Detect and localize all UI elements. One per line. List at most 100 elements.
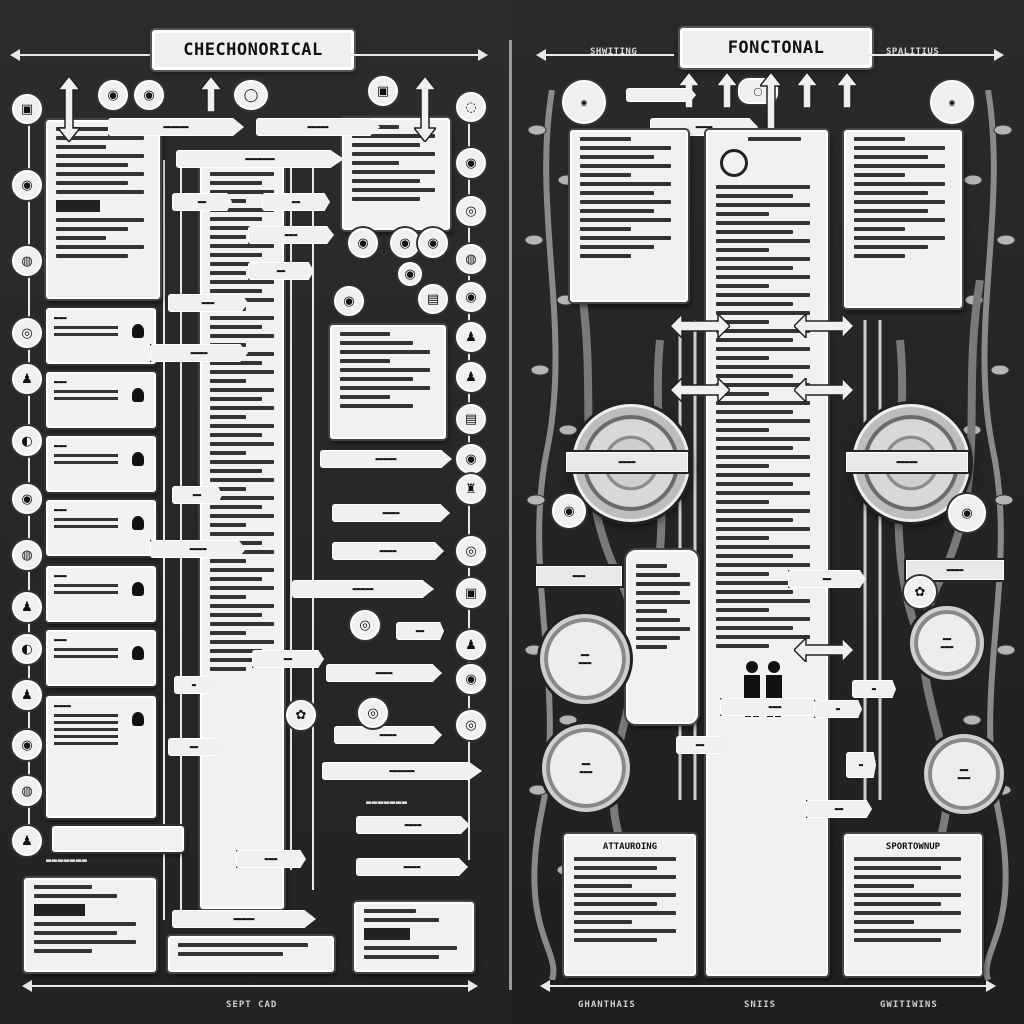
resume-document [330, 325, 446, 439]
resume-document [342, 118, 450, 230]
badge-icon: ◉ [562, 80, 606, 124]
section-tag: ▬▬▬ [248, 226, 334, 244]
ornament-icon: ✿ [286, 700, 316, 730]
profile-icon [720, 149, 748, 177]
section-tag: ▬▬ [788, 570, 866, 588]
arrow-right-icon [478, 49, 488, 61]
settings-icon: ◉ [456, 664, 486, 694]
arrow-up-icon [200, 76, 222, 112]
document-icon: ▣ [456, 578, 486, 608]
person-icon: ♟ [12, 364, 42, 394]
left-title: CHECHONORICAL [152, 30, 354, 70]
caption-label: ▬▬▬▬▬▬▬ [366, 798, 408, 808]
person-icon: ♟ [456, 362, 486, 392]
settings-icon: ◉ [12, 170, 42, 200]
timeline-entry-card: ▬▬▬ [46, 436, 156, 492]
location-icon: ◐ [12, 426, 42, 456]
section-tag: ▬▬▬ [168, 294, 248, 312]
target-icon: ◎ [456, 710, 486, 740]
arrow-left-icon [22, 980, 32, 992]
left-bottom-label: SEPT CAD [226, 1000, 278, 1010]
section-tag: ▬ [846, 752, 876, 778]
medallion-ribbon: ▬▬▬▬ [566, 452, 688, 472]
arrow-right-icon [986, 980, 996, 992]
arrow-left-icon [10, 49, 20, 61]
settings-icon: ◉ [12, 730, 42, 760]
section-tag: ▬▬ [168, 738, 220, 756]
section-ribbon: ▬▬▬ [536, 566, 622, 586]
person-icon: ♟ [12, 592, 42, 622]
settings-icon: ◎ [358, 698, 388, 728]
flow-line [312, 150, 314, 890]
section-tag: ▬▬▬▬ [326, 664, 442, 682]
flow-line [290, 150, 292, 870]
section-tag: ▬▬ [396, 622, 444, 640]
person-icon: ♟ [12, 826, 42, 856]
section-tag: ▬▬▬▬▬ [256, 118, 380, 136]
doc-title: SPORTOWNUP [885, 842, 941, 852]
arrow-up-icon [760, 72, 782, 132]
section-tag: ▬ [852, 680, 896, 698]
section-tag: ▬▬ [172, 486, 222, 504]
double-arrow-icon [58, 76, 80, 142]
right-header-line-left [544, 54, 674, 56]
timeline-entry-card: ▬▬▬ [46, 500, 156, 556]
resume-document: SPORTOWNUP [844, 834, 982, 976]
resume-document [354, 902, 474, 972]
section-tag: ▬▬ [806, 800, 872, 818]
section-tag: ▬▬▬▬▬▬ [322, 762, 482, 780]
right-title: FONCTONAL [680, 28, 872, 68]
chat-icon: ◍ [12, 540, 42, 570]
document-icon: ▣ [368, 76, 398, 106]
resume-document [570, 130, 688, 302]
section-tag: ▬▬▬▬ [334, 726, 442, 744]
double-arrow-icon [414, 76, 436, 142]
target-icon: ◎ [12, 318, 42, 348]
section-tag: ▬▬▬▬ [356, 816, 470, 834]
section-tag: ▬ [174, 676, 214, 694]
settings-icon: ◉ [456, 148, 486, 178]
chat-icon: ◍ [456, 244, 486, 274]
section-tag: ▬▬ [172, 193, 232, 211]
document-icon: ▣ [12, 94, 42, 124]
settings-icon: ◉ [134, 80, 164, 110]
arrow-up-icon [796, 72, 818, 108]
right-top-right-label: SPALITIUS [886, 47, 940, 57]
person-icon: ◌ [456, 92, 486, 122]
settings-icon: ◉ [334, 286, 364, 316]
section-tag: ▬▬ [252, 650, 324, 668]
center-divider [509, 40, 512, 990]
resume-document: ATTAUROING [564, 834, 696, 976]
target-icon: ◎ [456, 196, 486, 226]
bottom-line [30, 985, 470, 987]
section-tag: ▬▬ [248, 262, 314, 280]
section-tag: ▬▬ [676, 736, 724, 754]
skill-ring: ▬▬▬▬▬ [540, 614, 630, 704]
ornament-icon: ✿ [904, 576, 936, 608]
settings-icon: ◉ [418, 228, 448, 258]
section-tag: ▬▬ [262, 193, 330, 211]
chat-icon: ◍ [12, 776, 42, 806]
double-arrow-icon [794, 314, 854, 338]
section-tag: ▬▬▬ [236, 850, 306, 868]
section-tag: ▬▬▬▬ [150, 540, 246, 558]
settings-icon: ◉ [390, 228, 420, 258]
doc-title: ATTAUROING [602, 842, 658, 852]
timeline-entry-card: ▬▬▬ [46, 566, 156, 622]
section-tag: ▬▬▬ [720, 698, 830, 716]
timeline-entry-card: ▬▬▬ [46, 308, 156, 364]
phone-card [626, 550, 698, 724]
location-icon: ◐ [12, 634, 42, 664]
person-icon: ♟ [12, 680, 42, 710]
medallion-ribbon: ▬▬▬▬▬ [846, 452, 968, 472]
left-header-line-left [15, 54, 150, 56]
double-arrow-icon [794, 378, 854, 402]
settings-icon: ◉ [98, 80, 128, 110]
arrow-up-icon [836, 72, 858, 108]
section-tag: ▬▬▬▬▬ [172, 910, 316, 928]
arrow-right-icon [994, 49, 1004, 61]
right-header-line-right [868, 54, 996, 56]
double-arrow-icon [670, 378, 730, 402]
timeline-entry-card: ▬▬▬ [46, 372, 156, 428]
skill-ring: ▬▬▬▬▬ [542, 724, 630, 812]
